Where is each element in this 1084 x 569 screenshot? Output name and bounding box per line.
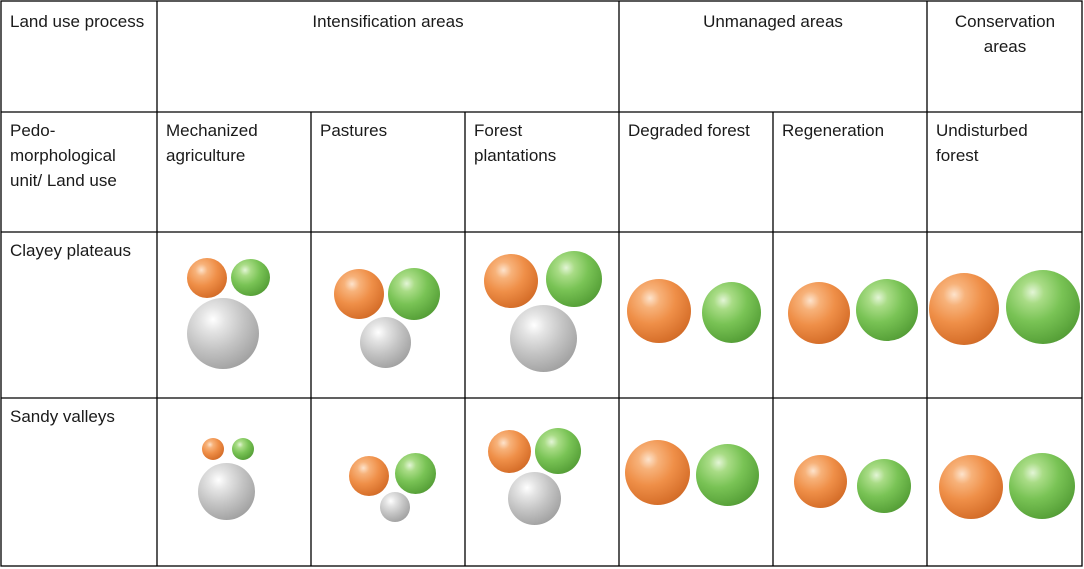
- sandy-plantations-gray-sphere: [508, 472, 561, 525]
- clayey-mechanized-orange-sphere: [187, 258, 227, 298]
- sandy-pastures-gray-sphere: [380, 492, 410, 522]
- sandy-mechanized-gray-sphere: [198, 463, 255, 520]
- sandy-regeneration-green-sphere: [857, 459, 911, 513]
- intensification-areas-header: Intensification areas: [312, 12, 464, 31]
- sandy-degraded-orange-sphere: [625, 440, 690, 505]
- sandy-undisturbed-orange-sphere: [939, 455, 1003, 519]
- clayey-regeneration-green-sphere: [856, 279, 918, 341]
- land-use-undisturbed-forest: Undisturbed forest: [936, 121, 1028, 165]
- clayey-degraded-green-sphere: [702, 282, 761, 343]
- sandy-pastures-green-sphere: [395, 453, 436, 494]
- conservation-areas-header: Conservation areas: [954, 12, 1056, 56]
- clayey-mechanized-gray-sphere: [187, 298, 259, 369]
- land-use-mechanized-agriculture: Mechanized agriculture: [166, 121, 258, 165]
- sandy-mechanized-orange-sphere: [202, 438, 224, 460]
- clayey-undisturbed-green-sphere: [1006, 270, 1080, 344]
- clayey-regeneration-orange-sphere: [788, 282, 850, 344]
- sandy-plantations-orange-sphere: [488, 430, 531, 473]
- pedo-morphological-unit-header: Pedo-morphological unit/ Land use: [10, 121, 117, 190]
- sandy-undisturbed-green-sphere: [1009, 453, 1075, 519]
- clayey-plantations-gray-sphere: [510, 305, 577, 372]
- clayey-plantations-green-sphere: [546, 251, 602, 307]
- sandy-regeneration-orange-sphere: [794, 455, 847, 508]
- unmanaged-areas-header: Unmanaged areas: [703, 12, 843, 31]
- clayey-plantations-orange-sphere: [484, 254, 538, 308]
- clayey-pastures-orange-sphere: [334, 269, 384, 319]
- sandy-degraded-green-sphere: [696, 444, 759, 506]
- land-use-regeneration: Regeneration: [782, 121, 885, 140]
- clayey-degraded-orange-sphere: [627, 279, 691, 343]
- land-use-forest-plantations: Forest plantations: [474, 121, 557, 165]
- clayey-mechanized-green-sphere: [231, 259, 270, 296]
- land-use-degraded-forest: Degraded forest: [628, 121, 750, 140]
- row-label-sandy-valleys: Sandy valleys: [10, 407, 115, 426]
- clayey-pastures-green-sphere: [388, 268, 440, 320]
- sandy-pastures-orange-sphere: [349, 456, 389, 496]
- clayey-undisturbed-orange-sphere: [929, 273, 999, 345]
- sandy-mechanized-green-sphere: [232, 438, 254, 460]
- clayey-pastures-gray-sphere: [360, 317, 411, 368]
- land-use-process-header: Land use process: [10, 12, 145, 31]
- land-use-pastures: Pastures: [320, 121, 388, 140]
- sandy-plantations-green-sphere: [535, 428, 581, 474]
- row-label-clayey-plateaus: Clayey plateaus: [10, 241, 131, 260]
